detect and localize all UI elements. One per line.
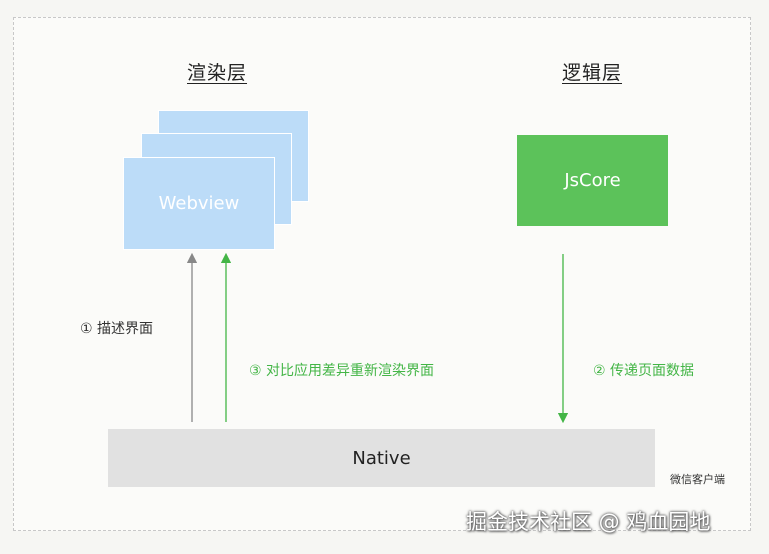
render-layer-title: 渲染层 xyxy=(187,62,248,84)
pass-data-label: ② 传递页面数据 xyxy=(593,363,695,379)
rerender-label: ③ 对比应用差异重新渲染界面 xyxy=(249,363,435,379)
wechat-client-label: 微信客户端 xyxy=(670,473,725,486)
native-box: Native xyxy=(108,429,655,487)
describe-ui-label: ① 描述界面 xyxy=(80,321,154,337)
jscore-label: JsCore xyxy=(564,170,621,191)
native-label: Native xyxy=(352,447,411,469)
webview-label: Webview xyxy=(158,193,240,214)
footer-watermark: 掘金技术社区 @ 鸡血园地 xyxy=(466,510,711,534)
logic-layer-title: 逻辑层 xyxy=(562,62,623,84)
jscore-box: JsCore xyxy=(517,135,668,226)
webview-box: Webview xyxy=(123,157,275,250)
